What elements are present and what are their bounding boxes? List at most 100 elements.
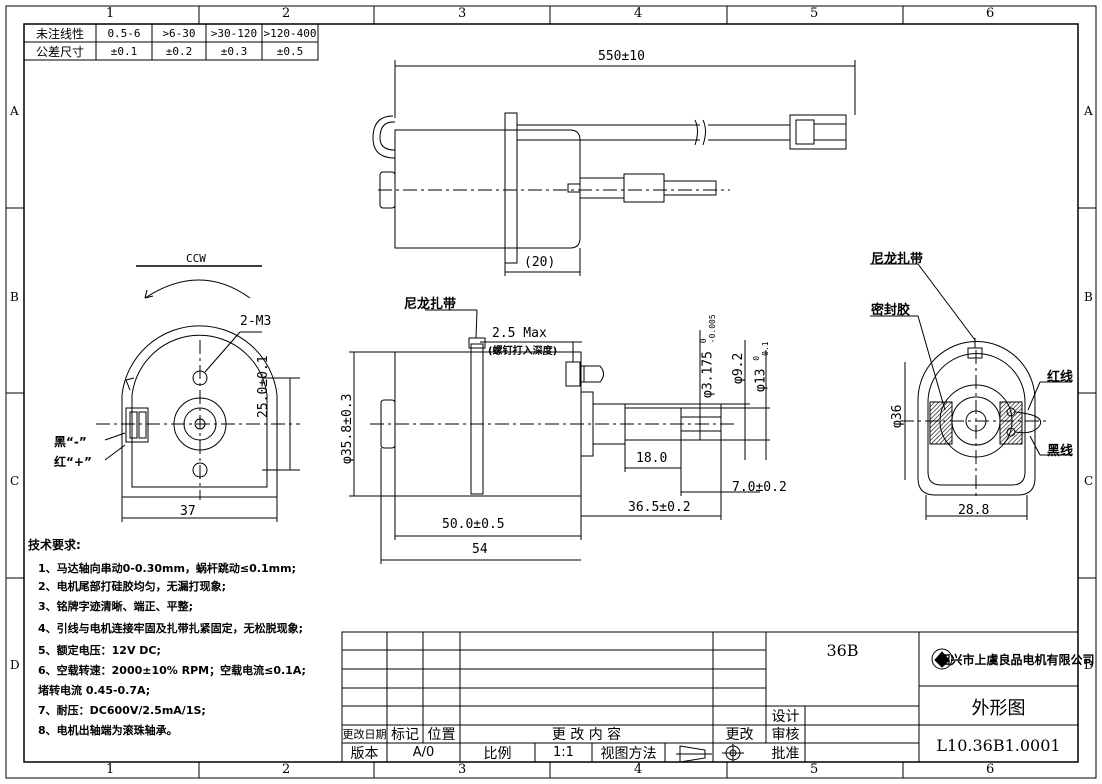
scale-value: 1:1 bbox=[553, 745, 574, 760]
zone-label-left-b: B bbox=[10, 290, 19, 304]
dim-worm-length: 18.0 bbox=[636, 451, 668, 466]
design-label: 设计 bbox=[771, 708, 800, 725]
requirement-item: 5、额定电压：12V DC; bbox=[38, 644, 161, 657]
zone-label-right-c: C bbox=[1084, 474, 1094, 488]
dim-shaft-length: 36.5±0.2 bbox=[628, 500, 691, 515]
zone-label-top-5: 5 bbox=[810, 6, 819, 21]
position-label: 位置 bbox=[427, 727, 456, 743]
zone-label-top-2: 2 bbox=[282, 6, 291, 21]
zone-ticks bbox=[6, 6, 1096, 778]
label-black-wire: 黑线 bbox=[1047, 444, 1074, 459]
right-end-view bbox=[870, 263, 1072, 520]
dim-end-diameter: φ36 bbox=[890, 404, 905, 428]
tolerance-upper: 0 bbox=[752, 355, 761, 361]
tolerance-value: ±0.2 bbox=[165, 44, 193, 58]
tolerance-value: ±0.3 bbox=[220, 44, 248, 58]
label-red-plus: 红“+” bbox=[54, 455, 92, 469]
requirement-item: 1、马达轴向串动0-0.30mm，蜗杆跳动≤0.1mm; bbox=[38, 562, 296, 575]
dim-overall-length: 54 bbox=[472, 542, 488, 557]
zone-label-bottom-4: 4 bbox=[634, 762, 643, 777]
title-block-grid bbox=[341, 631, 1079, 763]
zone-label-top-6: 6 bbox=[986, 6, 995, 21]
dim-body-length: 50.0±0.5 bbox=[442, 517, 505, 532]
changer-label: 更改 bbox=[725, 727, 754, 743]
zone-label-left-d: D bbox=[10, 658, 20, 672]
zone-label-bottom-2: 2 bbox=[282, 762, 291, 777]
dim-boss-diameter-value: φ13 bbox=[753, 368, 769, 392]
zone-label-top-4: 4 bbox=[634, 6, 643, 21]
label-sealant: 密封胶 bbox=[871, 303, 911, 318]
tolerance-lower: -0.005 bbox=[708, 314, 717, 344]
dim-mount-holes: 2-M3 bbox=[240, 314, 272, 329]
top-view bbox=[372, 60, 856, 276]
tolerance-range: 0.5-6 bbox=[107, 26, 141, 40]
zone-label-top-1: 1 bbox=[106, 6, 115, 21]
dim-body-diameter: φ35.8±0.3 bbox=[340, 393, 355, 464]
scale-label: 比例 bbox=[483, 745, 512, 762]
tolerance-upper: 0 bbox=[699, 338, 708, 344]
drawing-name: 外形图 bbox=[971, 697, 1026, 719]
dim-boss-diameter-tolerance: 0 -0.1 bbox=[752, 341, 770, 360]
requirement-item: 2、电机尾部打硅胶均匀，无漏打现象; bbox=[38, 580, 227, 593]
company-name: 绍兴市上虞良品电机有限公司 bbox=[938, 652, 1095, 667]
tolerance-table-grid bbox=[23, 23, 319, 61]
zone-label-left-a: A bbox=[10, 104, 19, 118]
zone-label-right-d: D bbox=[1084, 658, 1094, 672]
requirement-item: 4、引线与电机连接牢固及扎带扎紧固定，无松脱现象; bbox=[38, 622, 304, 635]
tolerance-row2-label: 公差尺寸 bbox=[35, 44, 84, 59]
tolerance-lower: -0.1 bbox=[761, 341, 770, 361]
side-view bbox=[349, 309, 770, 564]
view-method-label: 视图方法 bbox=[600, 745, 657, 762]
label-nylon-tie-end: 尼龙扎带 bbox=[871, 252, 924, 267]
change-date-label: 更改日期 bbox=[342, 728, 387, 741]
label-nylon-tie-side: 尼龙扎带 bbox=[404, 297, 457, 312]
review-label: 审核 bbox=[771, 727, 800, 743]
requirements-title: 技术要求: bbox=[28, 538, 81, 552]
label-black-minus: 黑“-” bbox=[54, 435, 87, 449]
dim-worm-diameter: φ9.2 bbox=[731, 352, 746, 384]
zone-label-right-a: A bbox=[1084, 104, 1093, 118]
dim-shaft-diameter-tolerance: 0 -0.005 bbox=[699, 314, 717, 343]
left-end-view bbox=[96, 265, 300, 522]
requirement-item: 6、空载转速：2000±10% RPM；空载电流≤0.1A; bbox=[38, 664, 306, 677]
dim-hole-spacing: 25.0±0.1 bbox=[256, 355, 271, 418]
dim-boss-diameter: φ13 0 -0.1 bbox=[752, 341, 770, 392]
requirement-item: 3、铭牌字迹清晰、端正、平整; bbox=[38, 600, 194, 613]
tolerance-row1-label: 未注线性 bbox=[35, 26, 84, 41]
zone-label-top-3: 3 bbox=[458, 6, 467, 21]
zone-label-bottom-1: 1 bbox=[106, 762, 115, 777]
requirement-item: 堵转电流 0.45-0.7A; bbox=[38, 684, 151, 697]
dim-shaft-diameter: φ3.175 0 -0.005 bbox=[699, 314, 717, 398]
dim-shaft-diameter-value: φ3.175 bbox=[700, 351, 716, 398]
inner-frame bbox=[23, 23, 1079, 763]
change-content-label: 更 改 内 容 bbox=[551, 727, 622, 743]
dim-lead-length: 550±10 bbox=[598, 49, 645, 64]
version-value: A/0 bbox=[412, 745, 435, 760]
outer-frame bbox=[5, 5, 1097, 779]
tolerance-range: >6-30 bbox=[162, 26, 196, 40]
zone-label-bottom-5: 5 bbox=[810, 762, 819, 777]
dim-tie-distance: (20) bbox=[524, 255, 556, 270]
zone-label-bottom-3: 3 bbox=[458, 762, 467, 777]
approve-label: 批准 bbox=[771, 745, 800, 762]
mark-label: 标记 bbox=[391, 727, 419, 743]
drawing-number: L10.36B1.0001 bbox=[936, 735, 1061, 755]
tolerance-range: >120-400 bbox=[263, 26, 317, 40]
label-screw-depth: (螺钉打入深度) bbox=[488, 346, 558, 357]
label-red-wire: 红线 bbox=[1047, 370, 1074, 385]
dim-end-width-right: 28.8 bbox=[958, 503, 990, 518]
tolerance-range: >30-120 bbox=[210, 26, 258, 40]
requirement-item: 7、耐压：DC600V/2.5mA/1S; bbox=[38, 704, 206, 717]
model-number: 36B bbox=[826, 640, 859, 660]
tolerance-value: ±0.5 bbox=[276, 44, 304, 58]
zone-label-left-c: C bbox=[10, 474, 20, 488]
zone-label-right-b: B bbox=[1084, 290, 1093, 304]
tolerance-value: ±0.1 bbox=[110, 44, 138, 58]
dim-screw-max: 2.5 Max bbox=[492, 326, 547, 341]
rotation-direction: CCW bbox=[186, 252, 206, 265]
requirement-item: 8、电机出轴端为滚珠轴承。 bbox=[38, 724, 178, 737]
version-label: 版本 bbox=[350, 745, 379, 762]
dim-end-width: 37 bbox=[180, 504, 196, 519]
dim-shaft-tip: 7.0±0.2 bbox=[732, 480, 787, 495]
